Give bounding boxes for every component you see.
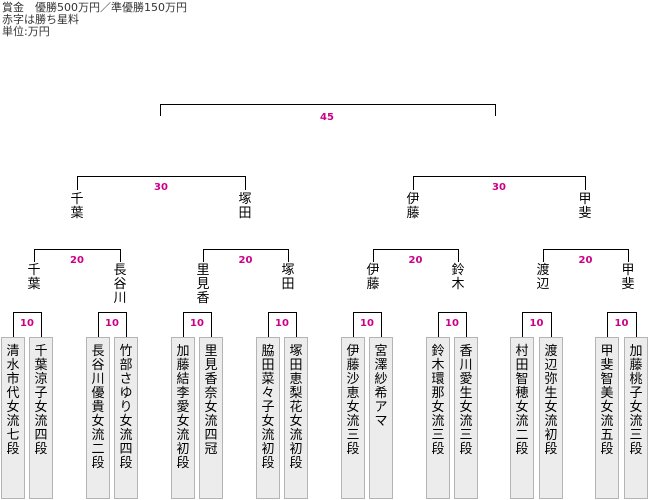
player-box: 千葉涼子女流四段 (29, 337, 53, 499)
round1-prize: 10 (190, 318, 204, 329)
quarterfinal-right-name: 鈴木 (448, 264, 468, 292)
player-box: 伊藤沙恵女流三段 (341, 337, 365, 499)
notes: 賞金 優勝500万円／準優勝150万円 赤字は勝ち星料 単位:万円 (2, 2, 187, 38)
quarterfinal-right-name: 長谷川 (110, 264, 130, 306)
round1-prize: 10 (529, 318, 544, 329)
quarterfinal-prize: 20 (238, 255, 253, 266)
round1-prize: 10 (105, 318, 119, 329)
quarterfinal-left-name: 渡辺 (533, 264, 553, 292)
final-line (160, 104, 496, 116)
round1-prize: 10 (360, 318, 374, 329)
final-prize: 45 (320, 112, 334, 123)
round1-line (13, 312, 42, 337)
unit-note: 単位:万円 (2, 25, 50, 38)
quarterfinal-prize: 20 (578, 255, 593, 266)
red-note: 赤字は勝ち星料 (2, 13, 79, 26)
player-box: 塚田恵梨花女流初段 (284, 337, 308, 499)
round1-line (607, 312, 637, 337)
quarterfinal-line (373, 249, 459, 262)
round1-line (98, 312, 127, 337)
semifinal-prize: 30 (154, 182, 168, 193)
player-box: 渡辺弥生女流初段 (539, 337, 563, 499)
quarterfinal-left-name: 伊藤 (363, 264, 383, 292)
player-box: 里見香奈女流四冠 (199, 337, 223, 499)
player-box: 加藤桃子女流三段 (624, 337, 648, 499)
round1-prize: 10 (614, 318, 629, 329)
semifinal-prize: 30 (492, 182, 506, 193)
round1-line (268, 312, 297, 337)
quarterfinal-right-name: 甲斐 (618, 264, 638, 292)
player-box: 村田智穂女流二段 (510, 337, 534, 499)
semifinal-line (413, 176, 586, 190)
round1-line (183, 312, 212, 337)
semifinal-line (77, 176, 246, 190)
player-box: 竹部さゆり女流四段 (114, 337, 138, 499)
player-box: 宮澤紗希アマ (369, 337, 393, 499)
semifinal-right-name: 甲斐 (575, 193, 595, 221)
player-box: 脇田菜々子女流初段 (256, 337, 280, 499)
quarterfinal-left-name: 里見香 (193, 264, 213, 306)
round1-prize: 10 (20, 318, 34, 329)
round1-prize: 10 (275, 318, 289, 329)
round1-prize: 10 (445, 318, 459, 329)
quarterfinal-line (543, 249, 629, 262)
quarterfinal-line (34, 249, 121, 262)
prize-note: 賞金 優勝500万円／準優勝150万円 (2, 1, 187, 14)
quarterfinal-line (203, 249, 289, 262)
round1-line (438, 312, 467, 337)
quarterfinal-prize: 20 (408, 255, 423, 266)
player-box: 加藤結李愛女流初段 (171, 337, 195, 499)
player-box: 鈴木環那女流三段 (426, 337, 450, 499)
player-box: 長谷川優貴女流二段 (86, 337, 110, 499)
quarterfinal-prize: 20 (70, 255, 84, 266)
semifinal-right-name: 塚田 (235, 193, 255, 221)
player-box: 香川愛生女流三段 (454, 337, 478, 499)
quarterfinal-left-name: 千葉 (24, 264, 44, 292)
player-box: 清水市代女流七段 (1, 337, 25, 499)
round1-line (353, 312, 382, 337)
semifinal-left-name: 千葉 (67, 193, 87, 221)
round1-line (522, 312, 552, 337)
quarterfinal-right-name: 塚田 (278, 264, 298, 292)
semifinal-left-name: 伊藤 (403, 193, 423, 221)
player-box: 甲斐智美女流五段 (595, 337, 619, 499)
